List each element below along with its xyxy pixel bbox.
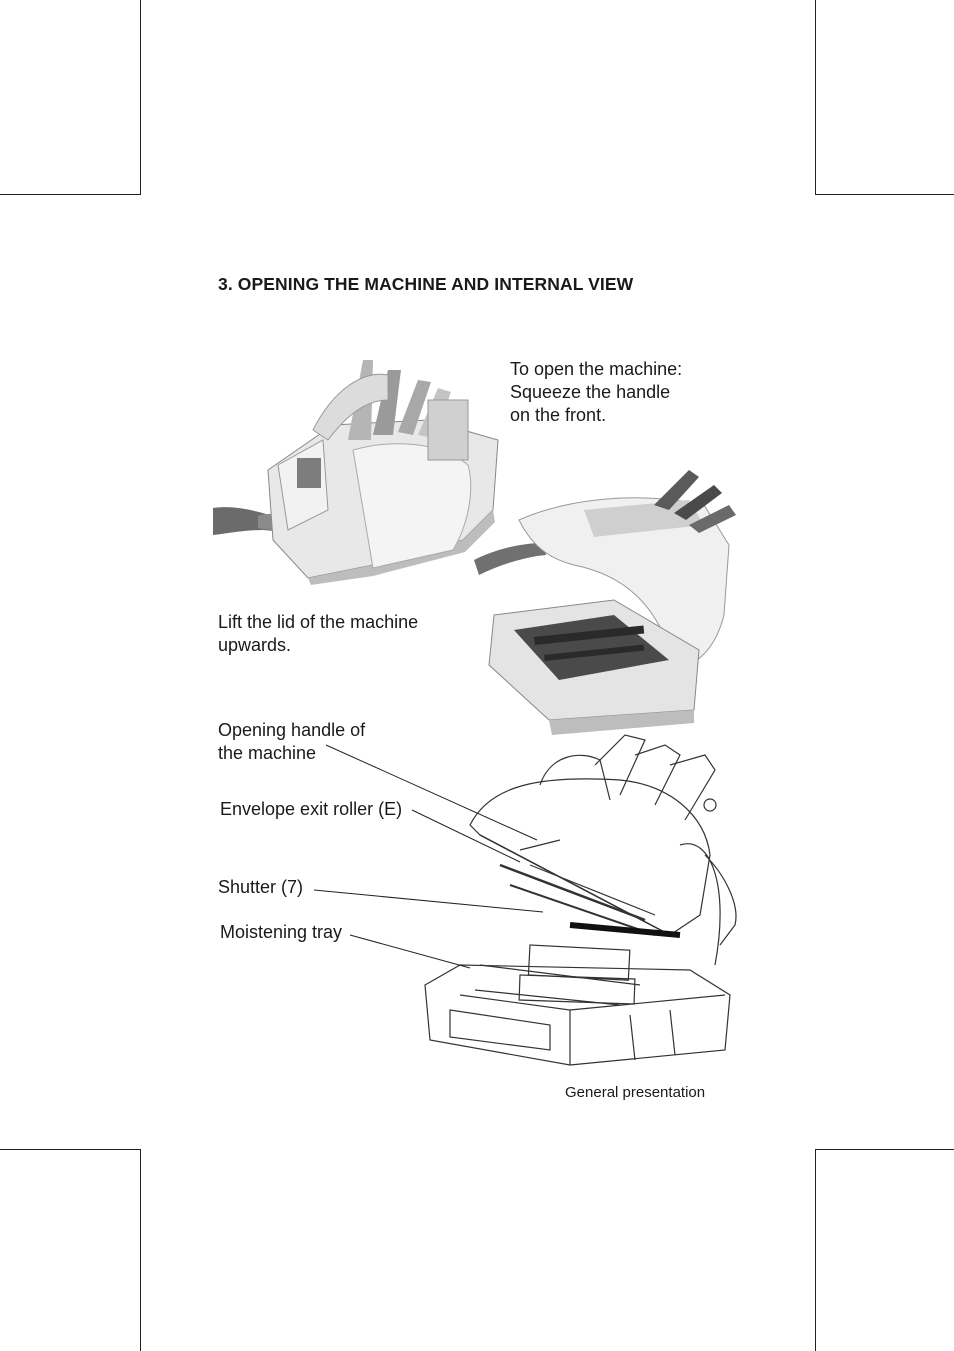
- lift-instructions: Lift the lid of the machine upwards.: [218, 611, 418, 657]
- leader-line: [349, 934, 471, 969]
- open-line: Squeeze the handle: [510, 382, 671, 402]
- internal-view-diagram: [424, 734, 737, 1066]
- crop-mark: [815, 194, 954, 195]
- crop-mark: [0, 194, 141, 195]
- callout-shutter: Shutter (7): [218, 877, 304, 897]
- crop-mark: [815, 1149, 954, 1150]
- callout-exit-roller: Envelope exit roller (E): [220, 799, 403, 819]
- page-title: 3. OPENING THE MACHINE AND INTERNAL VIEW: [218, 274, 634, 294]
- leader-line: [411, 809, 521, 863]
- callout-line: the machine: [218, 743, 317, 763]
- callout-opening-handle: Opening handle of the machine: [218, 719, 365, 765]
- closed-machine-photo: [213, 360, 499, 585]
- open-instructions: To open the machine: Squeeze the handle …: [510, 358, 682, 427]
- leader-line: [325, 744, 538, 841]
- crop-mark: [815, 1149, 816, 1351]
- lid-lifted-photo: [474, 470, 736, 735]
- crop-mark: [815, 0, 816, 195]
- callout-moistening-tray: Moistening tray: [220, 922, 343, 942]
- crop-mark: [0, 1149, 141, 1150]
- open-line: To open the machine:: [510, 359, 683, 379]
- lift-line: upwards.: [218, 635, 292, 655]
- figure-caption: General presentation: [565, 1084, 706, 1101]
- leader-line: [313, 889, 544, 913]
- callout-line: Opening handle of: [218, 720, 366, 740]
- open-line: on the front.: [510, 405, 607, 425]
- crop-mark: [140, 1149, 141, 1351]
- crop-mark: [140, 0, 141, 195]
- lift-line: Lift the lid of the machine: [218, 612, 419, 632]
